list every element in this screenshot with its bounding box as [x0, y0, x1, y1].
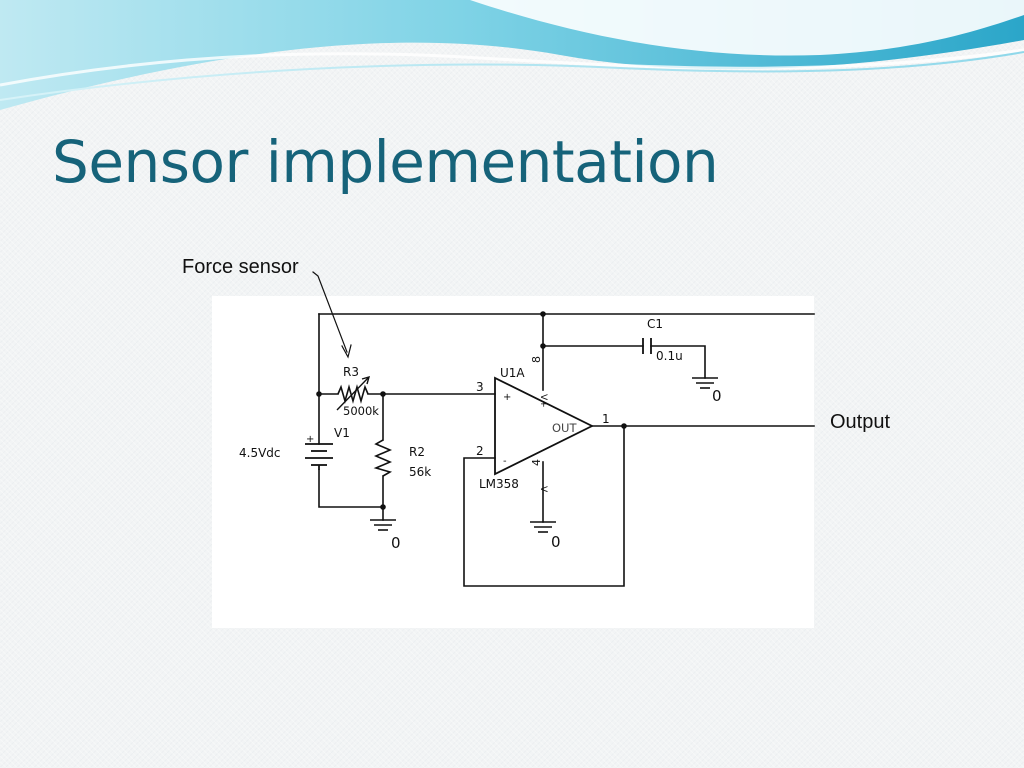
junction-output	[621, 423, 627, 429]
v1-value-label: 4.5Vdc	[239, 446, 281, 460]
v1-ref-label: V1	[334, 426, 350, 440]
wire-c1-right	[650, 345, 706, 379]
ground-label-c1: 0	[712, 387, 722, 405]
opamp-symbol	[494, 376, 595, 476]
u1-pin-noninv: 3	[476, 380, 484, 394]
force-sensor-arrowhead	[341, 344, 352, 359]
u1-pin-out: 1	[602, 412, 610, 426]
ground-symbol-c1	[692, 377, 718, 389]
r2-resistor-symbol	[373, 439, 393, 477]
ground-label-v1: 0	[391, 534, 401, 552]
ground-symbol-v1	[370, 519, 396, 531]
c1-ref-label: C1	[647, 317, 663, 331]
r3-value-label: 5000k	[343, 404, 379, 418]
wave-line	[0, 51, 1024, 101]
wave-front	[0, 48, 1024, 87]
u1-pin-vcc: 8	[530, 356, 543, 363]
wave-white	[470, 0, 1024, 56]
u1-minus-sign: -	[503, 456, 507, 467]
c1-capacitor-symbol	[642, 338, 652, 354]
v1-battery-symbol	[305, 443, 333, 470]
c1-value-label: 0.1u	[656, 349, 683, 363]
v1-plus-sign: +	[306, 434, 314, 445]
u1-plus-sign: +	[503, 392, 511, 403]
r3-resistor-symbol	[336, 375, 371, 411]
ground-symbol-opamp	[530, 521, 556, 533]
r2-value-label: 56k	[409, 465, 431, 479]
r2-ref-label: R2	[409, 445, 425, 459]
ground-label-opamp: 0	[551, 533, 561, 551]
junction-ground	[380, 504, 386, 510]
u1-ref-label: U1A	[500, 366, 525, 380]
slide-title: Sensor implementation	[52, 128, 719, 196]
r3-ref-label: R3	[343, 365, 359, 379]
wire-feedback	[463, 425, 625, 587]
junction-r3-left	[316, 391, 322, 397]
force-sensor-callout: Force sensor	[182, 256, 299, 278]
force-sensor-leader	[312, 271, 348, 353]
header-wave-banner	[0, 0, 1024, 110]
u1-pin-gnd: 4	[530, 459, 543, 466]
u1-part-label: LM358	[479, 477, 519, 491]
wire-battery-bottom	[318, 469, 384, 508]
junction-top	[540, 311, 546, 317]
u1-pin-inv: 2	[476, 444, 484, 458]
u1-out-label: OUT	[552, 421, 577, 435]
u1-gnd-label: V-	[538, 486, 548, 495]
junction-c1	[540, 343, 546, 349]
junction-node	[380, 391, 386, 397]
output-callout: Output	[830, 411, 891, 433]
u1-vcc-label: V+	[538, 394, 548, 408]
schematic-panel	[212, 296, 814, 628]
